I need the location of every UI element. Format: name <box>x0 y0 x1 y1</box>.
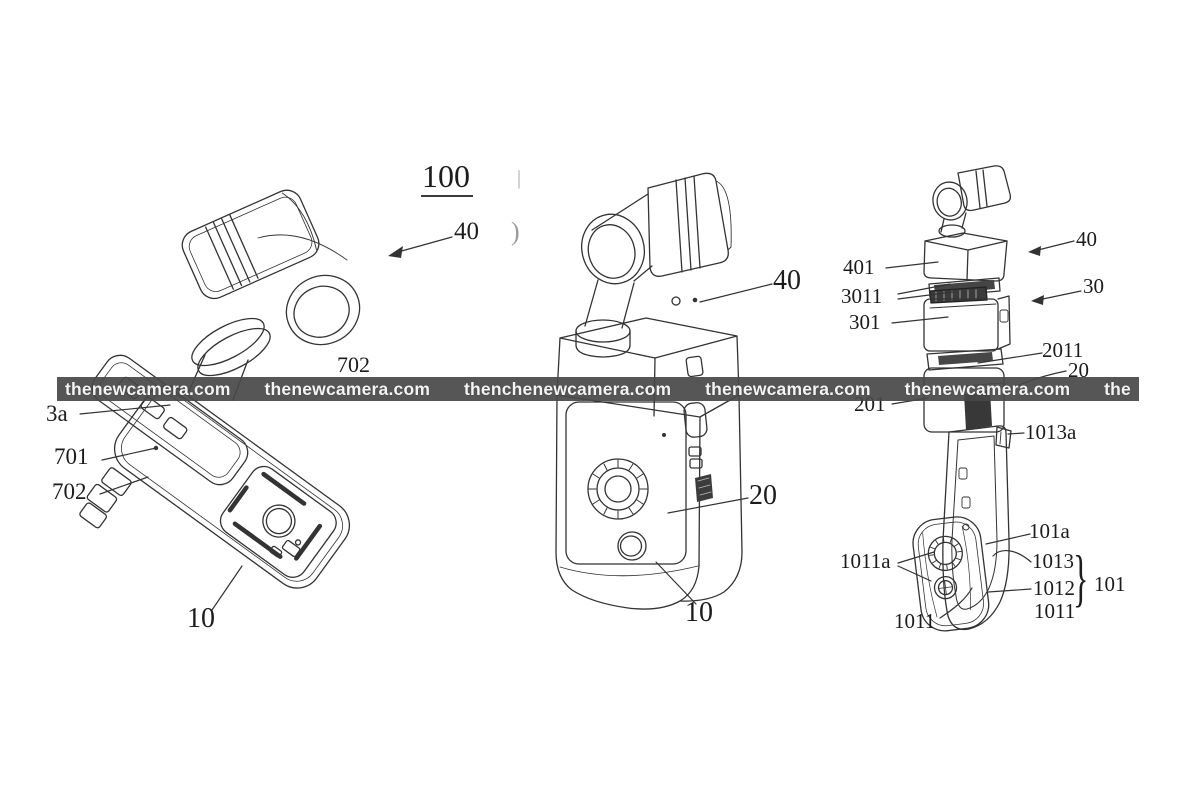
ref-label-702-top: 702 <box>337 352 370 377</box>
left-case-lid <box>91 354 249 486</box>
ref-label-40-top: 40 <box>454 218 479 245</box>
right-bracket-40 <box>923 232 1008 282</box>
middle-lens-icon <box>581 213 645 285</box>
watermark-text: the <box>1104 378 1131 399</box>
middle-joystick <box>587 458 649 520</box>
right-gimbal-head <box>957 165 1012 212</box>
ref-label-20-right: 20 <box>1068 358 1089 382</box>
ref-label-40-right: 40 <box>1076 227 1097 251</box>
ref-label-40-middle: 40 <box>773 265 801 296</box>
right-lens-icon <box>932 181 968 221</box>
ref-label-20-middle: 20 <box>749 480 777 511</box>
right-module-30 <box>923 286 1011 352</box>
ref-label-2011: 2011 <box>1042 338 1084 362</box>
right-shell-101 <box>942 425 1012 631</box>
right-plate-2011 <box>926 348 1004 371</box>
watermark-band: thenewcamera.com thenewcamera.com thench… <box>57 377 1139 401</box>
middle-body <box>555 394 743 610</box>
right-figure-drawing <box>912 165 1012 632</box>
middle-record-button <box>617 531 647 561</box>
middle-figure-drawing <box>555 172 743 610</box>
ref-label-3a: 3a <box>46 401 68 426</box>
figure-number-label: 100 <box>421 159 473 197</box>
ref-label-1011-group: 1011 <box>1034 599 1076 623</box>
ghost-mark-bar: | <box>517 167 522 189</box>
middle-gimbal-head <box>647 172 732 277</box>
ref-label-401: 401 <box>843 255 875 279</box>
ref-label-10-middle: 10 <box>685 597 713 628</box>
middle-gimbal-arm <box>575 279 635 358</box>
ref-label-301: 301 <box>849 310 881 334</box>
ref-label-101: 101 <box>1094 572 1126 596</box>
middle-side-buttons <box>683 355 713 502</box>
ref-label-10-left: 10 <box>187 603 215 634</box>
watermark-text: thenchenewcamera.com <box>464 378 672 399</box>
ghost-mark-paren: ) <box>511 217 520 246</box>
left-case-body <box>113 385 351 589</box>
ref-label-101a: 101a <box>1029 519 1070 543</box>
left-case-slots <box>227 471 323 561</box>
leader-lines <box>79 236 1082 619</box>
ref-label-702: 702 <box>52 479 87 504</box>
watermark-text: thenewcamera.com <box>904 378 1071 399</box>
left-lens-icon <box>285 274 361 346</box>
ref-label-1011a: 1011a <box>840 549 891 573</box>
ref-label-1012: 1012 <box>1033 576 1075 600</box>
watermark-text: thenewcamera.com <box>705 378 871 399</box>
group-brace: } <box>1073 542 1089 613</box>
left-gimbal-head <box>181 189 320 300</box>
ref-label-30: 30 <box>1083 274 1104 298</box>
ref-label-701: 701 <box>54 444 89 469</box>
ref-label-1013: 1013 <box>1032 549 1074 573</box>
ref-label-1013a: 1013a <box>1025 420 1077 444</box>
watermark-text: thenewcamera.com <box>264 378 431 399</box>
ref-label-3011: 3011 <box>841 284 883 308</box>
right-bottom-cover-1011 <box>912 516 990 632</box>
watermark-text: thenewcamera.com <box>65 378 231 399</box>
ref-label-1011-bottom: 1011 <box>894 609 936 633</box>
